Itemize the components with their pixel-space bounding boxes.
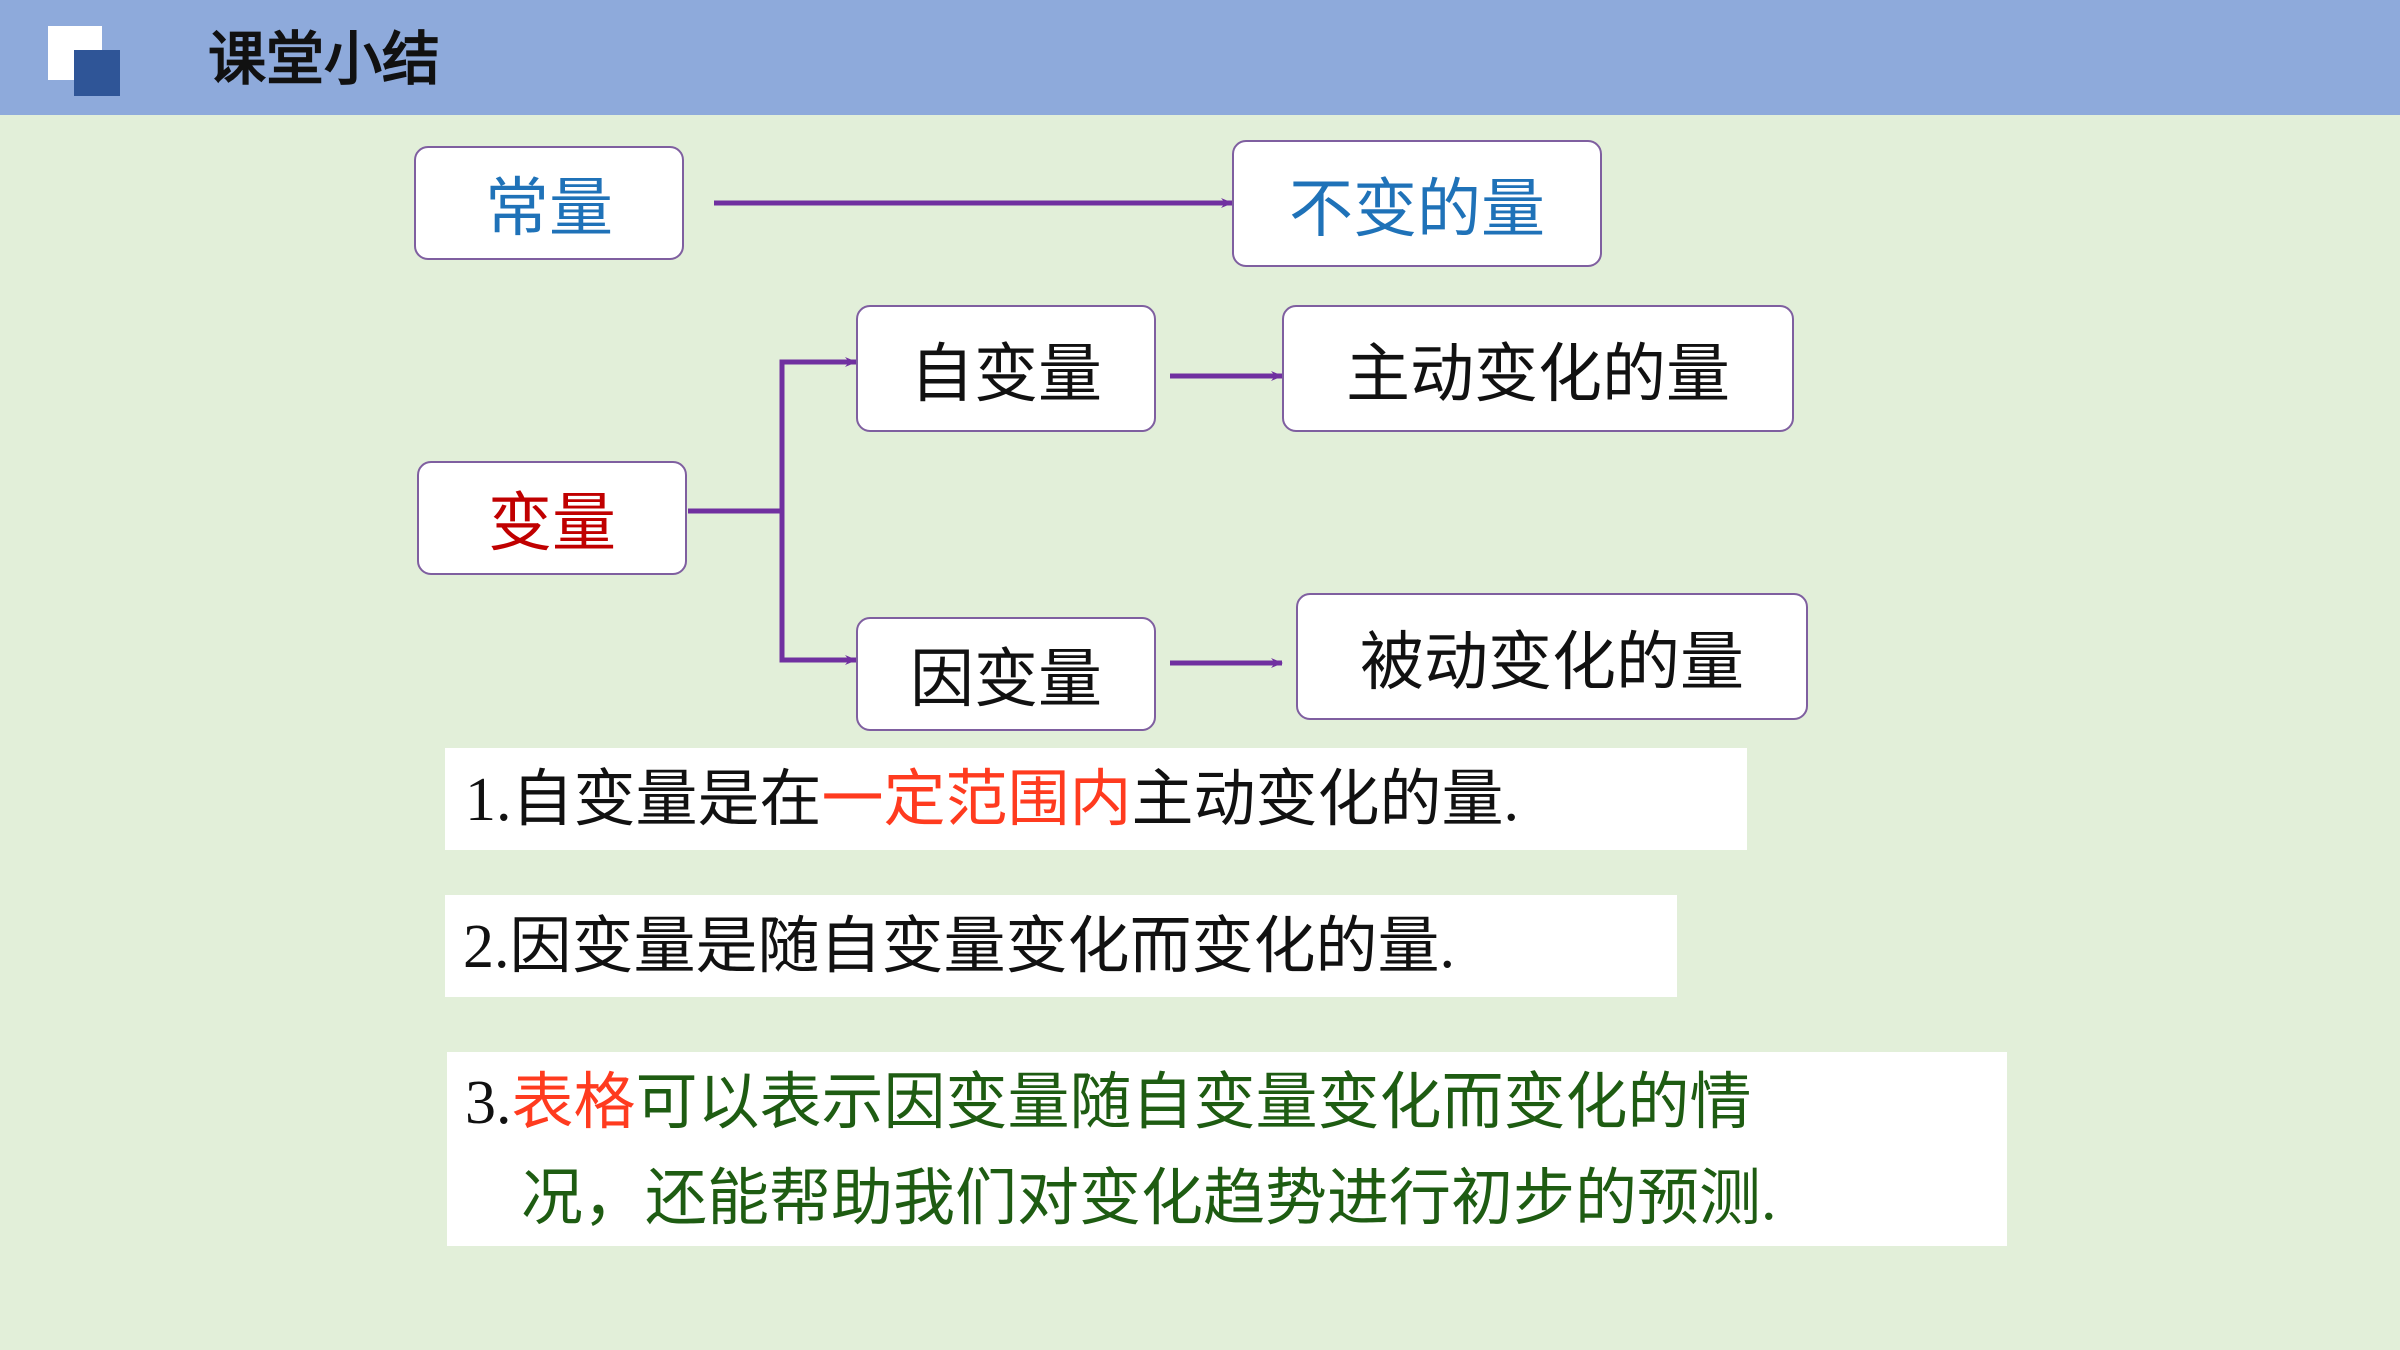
independent-meaning-box: 主动变化的量 [1282,305,1794,432]
note-3-text-c: 况，还能帮助我们对变化趋势进行初步的预测 [521,1161,1762,1234]
variable-branch-top [779,357,857,511]
note-2-end: . [1439,913,1456,981]
summary-note-2: 2.因变量是随自变量变化而变化的量. [445,895,1677,997]
note-1-highlight: 一定范围内 [821,762,1132,835]
note-1-text-c: 主动变化的量 [1131,762,1504,835]
header-bar: 课堂小结 [0,0,2400,115]
note-1-text-a: 自变量是在 [511,762,822,835]
note-3-text-b: 可以表示因变量随自变量变化而变化的情 [635,1065,1752,1138]
independent-variable-box: 自变量 [856,305,1156,432]
note-3-number: 3. [465,1069,512,1137]
logo-squares-icon [0,0,130,115]
summary-note-3: 3.表格可以表示因变量随自变量变化而变化的情 况，还能帮助我们对变化趋势进行初步… [447,1052,2007,1246]
variable-box: 变量 [417,461,687,575]
constant-meaning-box: 不变的量 [1232,140,1602,267]
note-3-highlight: 表格 [511,1065,636,1138]
constant-box: 常量 [414,146,684,260]
variable-branch-bottom [779,511,857,665]
dependent-variable-box: 因变量 [856,617,1156,731]
note-1-end: . [1503,766,1520,834]
page-title: 课堂小结 [208,25,441,93]
dependent-meaning-box: 被动变化的量 [1296,593,1808,720]
note-3-end: . [1761,1165,1777,1233]
summary-note-1: 1.自变量是在一定范围内主动变化的量. [445,748,1747,850]
note-2-number: 2. [463,913,510,981]
note-1-number: 1. [465,766,512,834]
note-2-text: 因变量是随自变量变化而变化的量 [509,909,1440,982]
